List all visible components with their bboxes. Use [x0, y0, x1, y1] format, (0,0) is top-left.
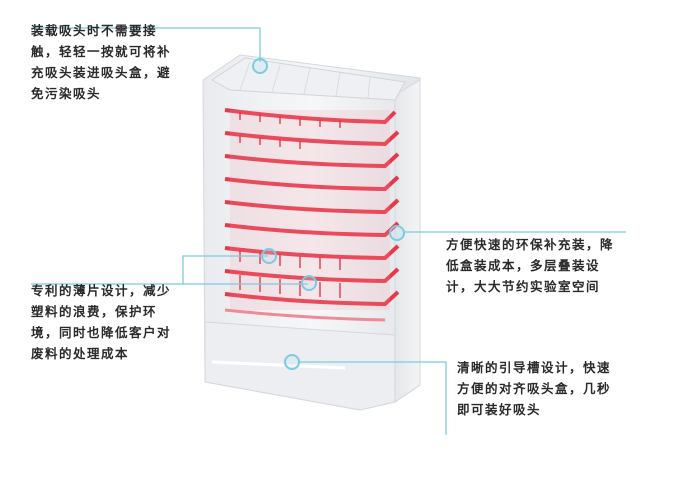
callout-line: 废料的处理成本: [31, 346, 130, 361]
callout-line: 装载吸头时不需要接: [31, 23, 158, 38]
callout-line: 低盒装成本，多层叠装设: [446, 258, 601, 273]
tip-box: [202, 54, 421, 411]
callout-line: 计，大大节约实验室空间: [446, 279, 601, 294]
callout-line: 充吸头装进吸头盒，避: [31, 65, 172, 80]
callout-line: 清晰的引导槽设计，快速: [457, 360, 612, 375]
callout-top-left: 装载吸头时不需要接 触，轻轻一按就可将补 充吸头装进吸头盒，避 免污染吸头: [31, 20, 191, 104]
callout-line: 方便快速的环保补充装，降: [446, 237, 615, 252]
callout-middle-right: 方便快速的环保补充装，降 低盒装成本，多层叠装设 计，大大节约实验室空间: [446, 234, 616, 297]
callout-line: 即可装好吸头: [457, 402, 542, 417]
callout-leader-top-left: [31, 27, 268, 74]
callout-leader-middle-left: [31, 248, 317, 291]
callout-line: 方便的对齐吸头盒，几秒: [457, 381, 612, 396]
callout-middle-left: 专利的薄片设计，减少 塑料的浪费，保护环 境，同时也降低客户对 废料的处理成本: [31, 280, 191, 364]
callout-line: 免污染吸头: [31, 86, 102, 101]
callout-line: 触，轻轻一按就可将补: [31, 44, 172, 59]
callout-line: 塑料的浪费，保护环: [31, 304, 158, 319]
callout-line: 境，同时也降低客户对: [31, 325, 172, 340]
callout-bottom-right: 清晰的引导槽设计，快速 方便的对齐吸头盒，几秒 即可装好吸头: [457, 357, 627, 420]
callout-leader-bottom-right: [284, 354, 447, 435]
callout-line: 专利的薄片设计，减少: [31, 283, 172, 298]
callout-leader-middle-right: [389, 225, 626, 241]
